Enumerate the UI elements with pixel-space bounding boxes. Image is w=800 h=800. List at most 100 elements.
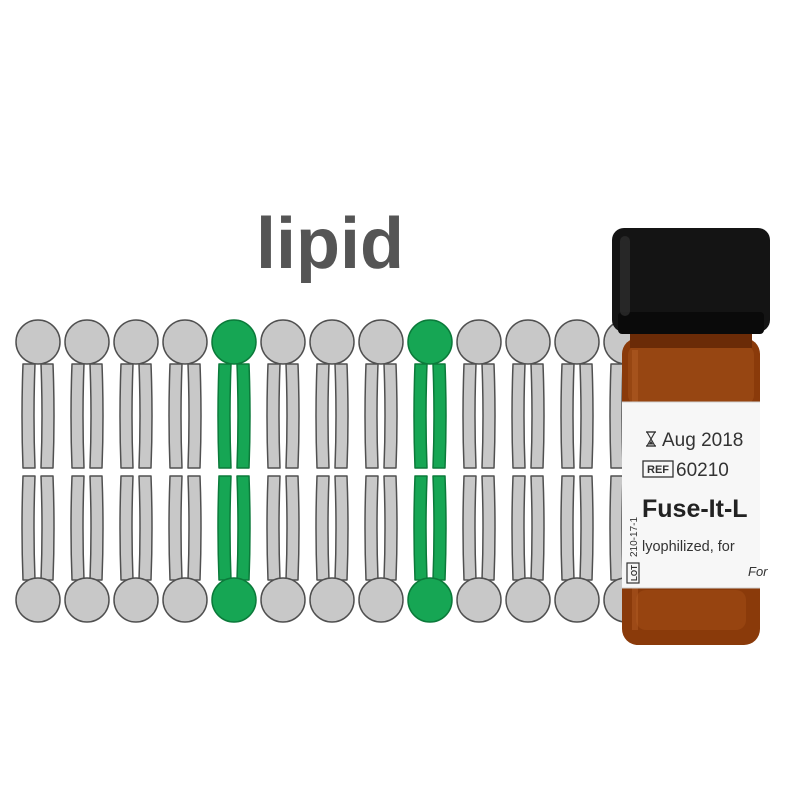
lipid-tail <box>481 475 496 581</box>
lipid-tail <box>70 363 85 469</box>
lipid-tail <box>462 475 477 581</box>
vial: LOT 210-17-1 Aug 2018 REF 60210 Fuse-It-… <box>612 228 770 645</box>
lipid-tail <box>138 363 153 469</box>
lipid-molecule <box>64 319 110 623</box>
lipid-tail <box>119 363 134 469</box>
lipid-head <box>407 577 453 623</box>
lipid-tail <box>70 475 85 581</box>
lipid-tail <box>511 363 526 469</box>
lipid-molecule <box>309 319 355 623</box>
lipid-molecule <box>505 319 551 623</box>
lipid-tail <box>609 475 624 581</box>
lipid-head <box>211 577 257 623</box>
lipid-tail <box>579 475 594 581</box>
lipid-head <box>162 319 208 365</box>
lipid-head <box>113 319 159 365</box>
lipid-head <box>358 319 404 365</box>
lipid-tail <box>21 475 36 581</box>
lipid-tail <box>285 475 300 581</box>
lipid-tail <box>383 363 398 469</box>
lipid-tail <box>138 475 153 581</box>
lipid-head <box>260 319 306 365</box>
hourglass-icon <box>646 431 656 447</box>
lipid-head <box>64 577 110 623</box>
lipid-tail <box>530 475 545 581</box>
lot-box-label: LOT <box>630 565 639 581</box>
lipid-head <box>64 319 110 365</box>
lipid-tail <box>511 475 526 581</box>
lipid-tail <box>383 475 398 581</box>
lipid-molecule <box>358 319 404 623</box>
lipid-molecule <box>260 319 306 623</box>
expiry-date: Aug 2018 <box>662 430 743 451</box>
lipid-tail <box>236 475 251 581</box>
lipid-head <box>554 319 600 365</box>
lipid-tail <box>217 363 232 469</box>
lipid-molecule <box>15 319 61 623</box>
lipid-tail <box>89 363 104 469</box>
lipid-tail <box>364 475 379 581</box>
lipid-bilayer <box>15 319 649 623</box>
lipid-head <box>358 577 404 623</box>
lipid-tail <box>217 475 232 581</box>
lipid-tail <box>462 363 477 469</box>
lipid-tail <box>266 475 281 581</box>
lipid-tail <box>187 363 202 469</box>
ref-box-label: REF <box>647 464 669 476</box>
lipid-tail <box>530 363 545 469</box>
lipid-tail <box>187 475 202 581</box>
ref-number: 60210 <box>676 460 729 481</box>
lipid-tail <box>119 475 134 581</box>
lipid-tail <box>481 363 496 469</box>
lipid-tail <box>432 475 447 581</box>
lipid-tail <box>89 475 104 581</box>
lipid-tail <box>236 363 251 469</box>
lipid-tail <box>560 475 575 581</box>
lipid-head <box>211 319 257 365</box>
vial-label: LOT 210-17-1 Aug 2018 REF 60210 Fuse-It-… <box>622 401 768 589</box>
title-lipid: lipid <box>256 204 404 284</box>
lipid-molecule <box>456 319 502 623</box>
lipid-tail <box>315 475 330 581</box>
lipid-tail <box>579 363 594 469</box>
lipid-tail <box>168 475 183 581</box>
lipid-tail <box>315 363 330 469</box>
lipid-tail <box>413 363 428 469</box>
lipid-head <box>505 319 551 365</box>
lipid-tail <box>609 363 624 469</box>
lipid-tail <box>21 363 36 469</box>
lot-number: 210-17-1 <box>629 517 640 557</box>
lipid-tail <box>168 363 183 469</box>
lipid-tail <box>432 363 447 469</box>
lipid-head <box>162 577 208 623</box>
lipid-head <box>554 577 600 623</box>
lipid-tail <box>285 363 300 469</box>
lipid-head <box>456 319 502 365</box>
lipid-head <box>113 577 159 623</box>
lipid-head <box>15 577 61 623</box>
vial-cap <box>612 228 770 332</box>
lipid-molecule <box>554 319 600 623</box>
product-name: Fuse-It-L <box>642 495 748 523</box>
lipid-head <box>456 577 502 623</box>
label-footer: For <box>748 564 768 579</box>
lipid-molecule <box>113 319 159 623</box>
lipid-molecule <box>162 319 208 623</box>
lipid-tail <box>413 475 428 581</box>
lipid-tail <box>40 475 55 581</box>
lipid-head <box>260 577 306 623</box>
lipid-tail <box>40 363 55 469</box>
lipid-molecule-highlighted <box>211 319 257 623</box>
lipid-head <box>505 577 551 623</box>
lipid-head <box>15 319 61 365</box>
lipid-tail <box>334 363 349 469</box>
lipid-head <box>309 577 355 623</box>
lipid-tail <box>560 363 575 469</box>
lipid-molecule-highlighted <box>407 319 453 623</box>
lipid-head <box>407 319 453 365</box>
lipid-tail <box>364 363 379 469</box>
lipid-tail <box>266 363 281 469</box>
product-description: lyophilized, for <box>642 539 735 555</box>
